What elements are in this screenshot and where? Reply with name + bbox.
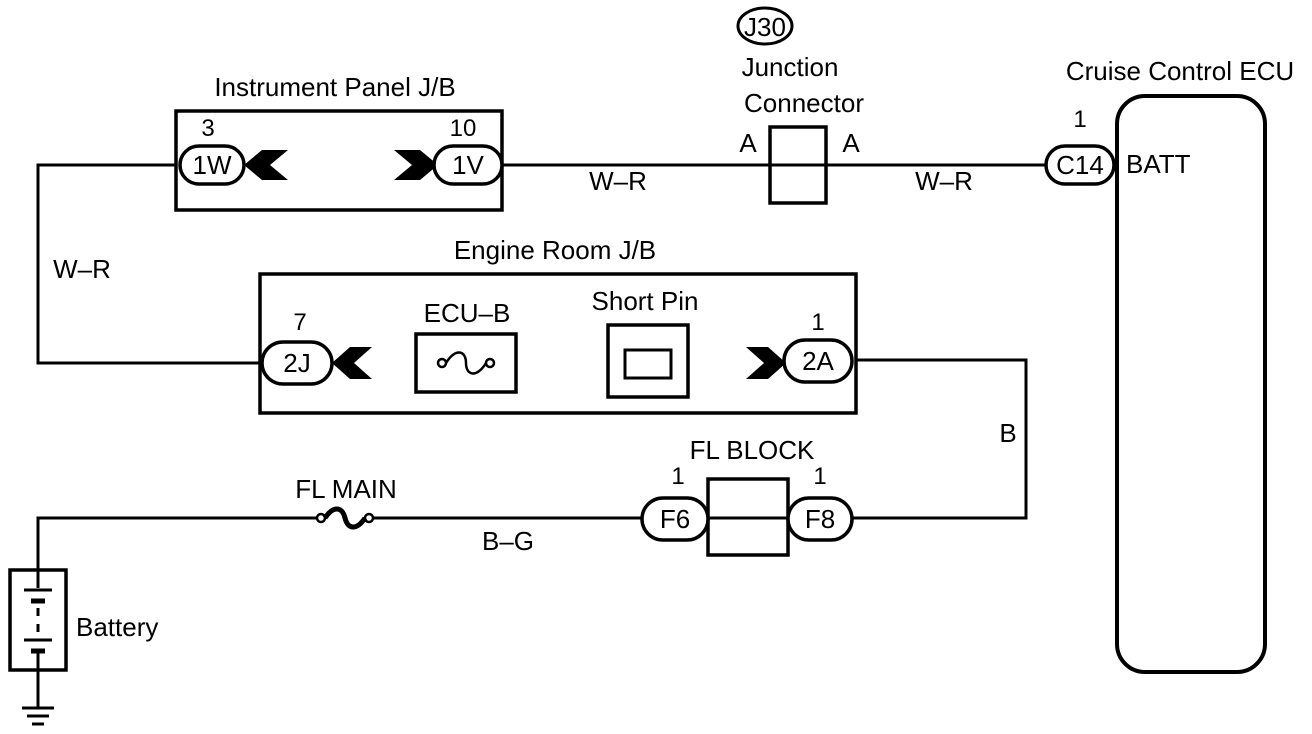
ipjb-title: Instrument Panel J/B	[214, 72, 455, 102]
ipjb-right-arrow-icon	[394, 150, 438, 180]
fusible-link-icon	[315, 506, 375, 530]
ecu-title: Cruise Control ECU	[1066, 56, 1294, 86]
fl-block-left-connector-label: F6	[660, 504, 690, 534]
fl-main: FL MAIN	[295, 474, 397, 530]
fl-block-title: FL BLOCK	[690, 435, 815, 465]
junction-connector-line2: Connector	[744, 88, 864, 118]
engine-room-jb: Engine Room J/B 7 2J ECU–B Short Pin 1 2…	[258, 235, 858, 415]
fl-block-right-connector	[786, 496, 854, 542]
fl-block: FL BLOCK 1 F6 1 F8	[640, 435, 854, 557]
fl-main-label: FL MAIN	[295, 474, 397, 504]
battery-icon	[24, 570, 52, 670]
erjb-left-connector-label: 2J	[283, 348, 310, 378]
wire-label-junction-ecu: W–R	[915, 166, 973, 196]
junction-pin-right: A	[842, 128, 860, 158]
wire-label-ipjb-junction: W–R	[589, 166, 647, 196]
wire-label-left-riser: W–R	[53, 254, 111, 284]
wire-label-erjb-flblock: B	[999, 418, 1016, 448]
ecu-b-fuse-label: ECU–B	[424, 298, 511, 328]
ipjb-left-connector-label: 1W	[193, 150, 232, 180]
wire-battery-to-flmain	[36, 516, 318, 575]
erjb-left-arrow-icon	[332, 347, 372, 379]
erjb-title: Engine Room J/B	[454, 235, 656, 265]
ipjb-left-pin-number: 3	[201, 115, 214, 142]
ecu-b-fuse-icon	[436, 351, 496, 375]
fl-block-left-pin-number: 1	[671, 463, 684, 490]
wire-label-flmain-flblock: B–G	[482, 526, 534, 556]
erjb-right-pin-number: 1	[811, 309, 824, 336]
ipjb-left-arrow-icon	[244, 150, 288, 180]
erjb-box	[258, 272, 858, 415]
junction-id-label: J30	[744, 12, 786, 42]
erjb-right-connector	[782, 338, 854, 384]
ecu-pin-number: 1	[1073, 106, 1086, 133]
fl-block-left-connector	[640, 496, 710, 542]
erjb-left-pin-number: 7	[293, 309, 306, 336]
wire-labels: W–R W–R W–R B B–G	[53, 166, 1017, 556]
fl-block-right-pin-number: 1	[813, 463, 826, 490]
ipjb-right-connector-label: 1V	[452, 150, 484, 180]
ecu-connector	[1044, 144, 1116, 186]
short-pin-label: Short Pin	[592, 286, 699, 316]
ecu-body	[1115, 94, 1267, 674]
ecu-terminal-label: BATT	[1126, 149, 1191, 179]
erjb-right-connector-label: 2A	[802, 346, 834, 376]
junction-connector: J30 Junction Connector A A	[736, 6, 864, 205]
short-pin-icon	[623, 348, 673, 380]
battery: Battery	[8, 568, 158, 672]
ground-icon	[22, 706, 54, 726]
cruise-control-ecu: Cruise Control ECU 1 C14 BATT	[1044, 56, 1294, 674]
battery-label: Battery	[76, 612, 158, 642]
erjb-right-arrow-icon	[746, 347, 786, 379]
junction-connector-line1: Junction	[742, 52, 839, 82]
ipjb-right-connector	[432, 144, 504, 186]
wire-erjb-to-flblock	[852, 358, 1028, 520]
junction-pin-left: A	[739, 128, 757, 158]
fl-block-right-connector-label: F8	[805, 504, 835, 534]
ipjb-right-pin-number: 10	[450, 115, 477, 142]
junction-id-oval	[736, 6, 794, 46]
wire-left-riser	[36, 163, 262, 365]
instrument-panel-jb: Instrument Panel J/B 3 1W 10 1V	[174, 72, 504, 212]
ecu-connector-label: C14	[1056, 150, 1104, 180]
